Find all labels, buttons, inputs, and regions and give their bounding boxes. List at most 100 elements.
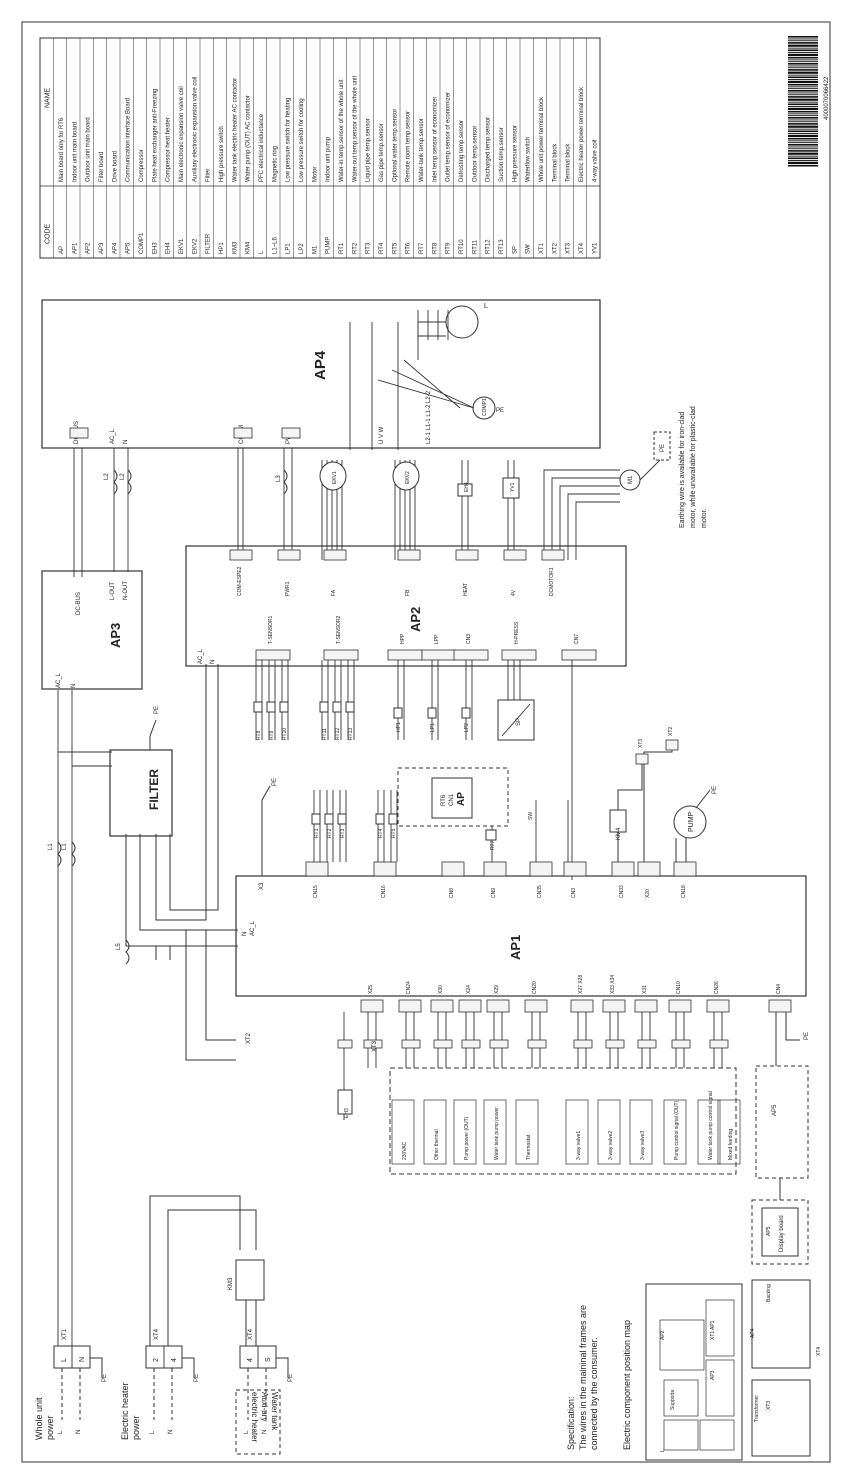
legend-name-XT1: Whole unit power terminal block bbox=[539, 96, 545, 182]
ap2-pin-3: FB bbox=[405, 589, 411, 596]
legend-code-HP1: HP1 bbox=[219, 242, 225, 254]
bottom-item-box-9 bbox=[697, 1099, 721, 1165]
legend-name-RT2: Water-out temp.sensor of the whole unit bbox=[352, 76, 358, 182]
legend-code-KM4: KM4 bbox=[246, 241, 252, 254]
legend-name-EH4: Compressor heat heater bbox=[166, 117, 172, 182]
eh4-symbol bbox=[457, 483, 473, 497]
bottom-item-box-7 bbox=[629, 1099, 653, 1165]
ap2-bottom-conn-0 bbox=[255, 649, 291, 661]
barcode-bar bbox=[788, 146, 818, 148]
position-map-label-8: Backing bbox=[766, 1284, 772, 1302]
xt-pe-wire-2 bbox=[276, 1357, 289, 1378]
ap2-top-conn-4 bbox=[455, 549, 479, 561]
legend-code-RT5: RT5 bbox=[392, 242, 398, 254]
ap3-board bbox=[41, 570, 143, 690]
l3-label: L3 bbox=[276, 475, 282, 482]
barcode-bar bbox=[788, 96, 818, 98]
barcode-bar bbox=[788, 52, 818, 53]
rt-label-RT1: RT1 bbox=[314, 828, 320, 838]
barcode bbox=[788, 36, 818, 167]
compressor-pe-label: PE bbox=[496, 408, 504, 414]
rt-symbol-RT3 bbox=[337, 813, 347, 825]
ekv-coil-symbol-1 bbox=[392, 461, 420, 491]
xt-dashed-in-0 bbox=[61, 1368, 81, 1420]
ap5-frame bbox=[755, 1065, 809, 1179]
bottom-item-box-2 bbox=[453, 1099, 477, 1165]
ekv-label-0: EKV1 bbox=[332, 471, 338, 484]
legend-name-KM3: Water tank electric heater AC contactor bbox=[232, 78, 238, 182]
filter-in-wires bbox=[58, 751, 112, 767]
motor-label: M1 bbox=[628, 475, 634, 484]
customer-connection-frame bbox=[389, 1067, 737, 1175]
ap1-top-pin-CN8: CN8 bbox=[449, 888, 455, 898]
barcode-bar bbox=[788, 47, 818, 49]
switch-lp2 bbox=[461, 707, 471, 719]
ap1-label: AP1 bbox=[508, 935, 523, 960]
ap-rt6-board bbox=[431, 777, 473, 819]
legend-code-EH4: EH4 bbox=[166, 242, 172, 254]
barcode-bar bbox=[788, 121, 818, 123]
barcode-bar bbox=[788, 119, 818, 121]
legend-code-KM3: KM3 bbox=[232, 241, 238, 254]
ekv-coil-symbol-0 bbox=[319, 461, 347, 491]
xt-block-term-b-1: 4 bbox=[171, 1358, 178, 1362]
rt-label-RT11: RT11 bbox=[322, 728, 328, 740]
ap1-bottom-pin-11: CN4 bbox=[776, 984, 782, 994]
legend-name-PUMP: Indoor unit pump bbox=[326, 136, 332, 182]
bottom-item-box-0 bbox=[391, 1099, 415, 1165]
ap-label: AP bbox=[456, 792, 467, 806]
barcode-bar bbox=[788, 157, 818, 160]
bottom-item-3: Water tank pump power bbox=[494, 1107, 500, 1160]
xt3-label-bottom: XT3 bbox=[372, 1040, 378, 1052]
ap1-bottom-conn-2 bbox=[430, 999, 454, 1013]
xt2-wires bbox=[185, 930, 236, 1061]
ap1-top-pin-CN15: CN15 bbox=[313, 885, 319, 898]
bottom-item-4: Thermostat bbox=[526, 1134, 532, 1160]
xt2-label-left: XT2 bbox=[246, 1032, 252, 1044]
legend-code-LP1: LP1 bbox=[286, 243, 292, 254]
barcode-bar bbox=[788, 56, 818, 59]
xt-pe-wire-0 bbox=[90, 1357, 103, 1378]
barcode-bar bbox=[788, 86, 818, 88]
xt-block-label-2: XT4 bbox=[248, 1328, 254, 1340]
position-map-label-6: L bbox=[660, 1449, 666, 1452]
legend-code-RT9: RT9 bbox=[446, 242, 452, 254]
xt3-terminal-4 bbox=[489, 1039, 509, 1049]
water-tank-heater-label: Water tankAuxi-aryelectric heater bbox=[250, 1392, 279, 1443]
ap2-pin-2: FA bbox=[331, 589, 337, 596]
specification-title: Specification: bbox=[566, 1396, 576, 1450]
ap2-pin-1: PWR1 bbox=[285, 581, 291, 596]
l5-label: L5 bbox=[116, 943, 122, 950]
barcode-bar bbox=[788, 36, 818, 38]
legend-name-XT3: Terminal block bbox=[566, 143, 572, 182]
legend-code-XT1: XT1 bbox=[539, 242, 545, 254]
ap2-bpin-3: LPP bbox=[434, 634, 440, 644]
ap2-board bbox=[185, 545, 627, 667]
legend-code-RT2: RT2 bbox=[352, 242, 358, 254]
eh3-label: EH3 bbox=[344, 1108, 350, 1118]
bottom-item-box-3 bbox=[483, 1099, 507, 1165]
xt-block-label-1: XT4 bbox=[154, 1328, 160, 1340]
barcode-bar bbox=[788, 83, 818, 86]
barcode-bar bbox=[788, 67, 818, 69]
xt3-terminal-2 bbox=[433, 1039, 453, 1049]
legend-code-AP2: AP2 bbox=[86, 242, 92, 254]
barcode-bar bbox=[788, 44, 818, 47]
ap1-n-pin: N bbox=[242, 932, 248, 936]
barcode-bar bbox=[788, 128, 818, 130]
position-map-box-2 bbox=[705, 1359, 735, 1417]
label-hp1: HP1 bbox=[396, 722, 402, 732]
ap1-pe-label: PE bbox=[272, 778, 278, 786]
legend-name-LP1: Low pressure switch for heating bbox=[286, 98, 292, 182]
barcode-bar bbox=[788, 123, 818, 125]
ap1-bottom-pin-8: X31 bbox=[642, 985, 648, 994]
legend-name-RT11: Outdoor temp.sensor bbox=[472, 126, 478, 182]
barcode-bar bbox=[788, 155, 818, 157]
xt-in-l-1: L bbox=[150, 1430, 156, 1434]
inductor-label: L bbox=[484, 303, 488, 310]
legend-name-XT2: Terminal block bbox=[552, 143, 558, 182]
legend-name-KM4: Water pump (OUT) AC contactor bbox=[246, 95, 252, 182]
